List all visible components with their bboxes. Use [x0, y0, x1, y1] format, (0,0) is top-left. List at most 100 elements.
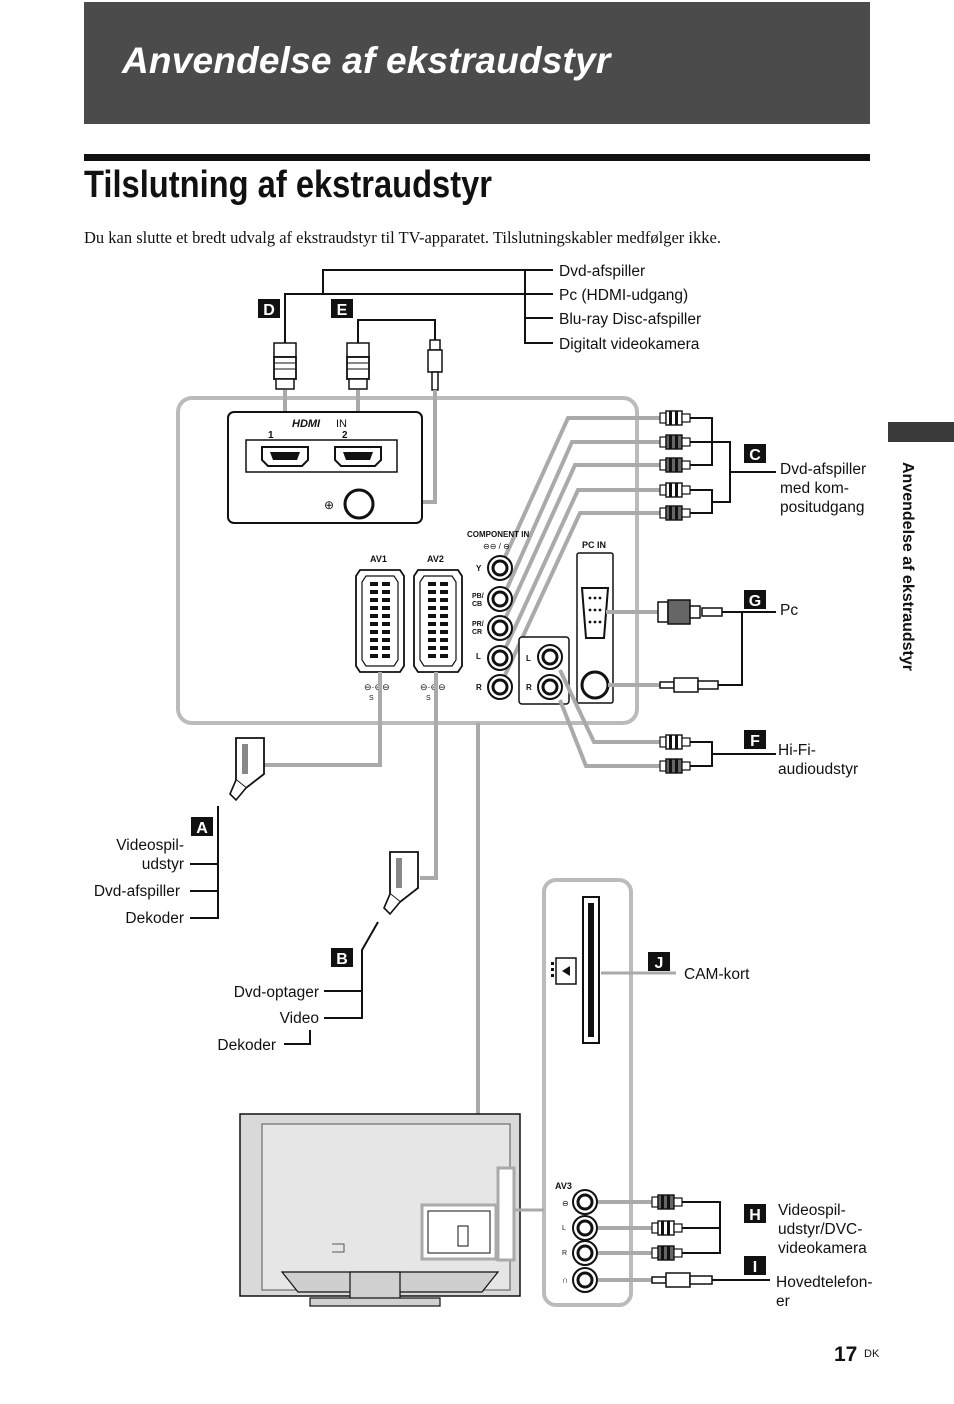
av2-s-label: S	[426, 695, 431, 702]
component-pr-jack[interactable]	[486, 614, 514, 642]
cam-icon	[551, 957, 577, 985]
hdmi-plug-icon-1	[273, 342, 297, 390]
av3-label: AV3	[555, 1181, 572, 1191]
svg-text:F: F	[750, 733, 760, 750]
badge-a: A	[191, 817, 213, 837]
cb-label: CB	[472, 601, 482, 608]
component-device-line-3: positudgang	[780, 499, 864, 516]
svg-text:I: I	[753, 1259, 757, 1276]
hifi-bracket	[690, 741, 776, 767]
page-heading: Tilslutning af ekstraudstyr	[84, 164, 492, 206]
svg-text:J: J	[655, 955, 664, 972]
rca-plug-icon	[651, 1245, 683, 1261]
av3-l-jack[interactable]	[571, 1214, 599, 1242]
av1-device-line-3: Dvd-afspiller	[94, 883, 180, 900]
audio-out-r-jack[interactable]	[536, 673, 564, 701]
component-device-line-2: med kom-	[780, 480, 849, 497]
r-label: R	[476, 683, 482, 692]
component-y-jack[interactable]	[486, 554, 514, 582]
badge-c: C	[744, 444, 766, 464]
pb-label: PB/	[472, 593, 484, 600]
av1-scart-port[interactable]	[355, 569, 405, 673]
headphones-line-2: er	[776, 1293, 790, 1310]
badge-j: J	[648, 952, 670, 972]
av3-cables	[598, 1200, 652, 1282]
component-pb-jack[interactable]	[486, 585, 514, 613]
component-cables	[498, 416, 660, 687]
chapter-header-band: Anvendelse af ekstraudstyr	[84, 2, 870, 124]
hdmi-plug-icon-2	[346, 342, 370, 390]
component-in-label: COMPONENT IN	[467, 530, 529, 539]
scart-plug-icon-a	[229, 737, 265, 801]
svg-text:⊖⊖ / ⊖: ⊖⊖ / ⊖	[483, 542, 510, 551]
cam-label: CAM-kort	[684, 966, 750, 983]
pc-audio-jack[interactable]	[580, 670, 610, 700]
page-number-suffix: DK	[864, 1348, 880, 1360]
intro-paragraph: Du kan slutte et bredt udvalg af ekstrau…	[84, 228, 721, 247]
av1-s-label: S	[369, 695, 374, 702]
av1-device-bracket	[190, 806, 219, 919]
hdmi-logo: HDMI	[292, 418, 321, 430]
l-label: L	[476, 652, 481, 661]
headphones-line-1: Hovedtelefon-	[776, 1274, 873, 1291]
rca-plug-icon	[659, 434, 691, 450]
pc-audio-plug-icon	[659, 677, 719, 693]
component-device-line-1: Dvd-afspiller	[780, 461, 866, 478]
badge-e: E	[331, 299, 353, 319]
svg-text:L: L	[526, 654, 531, 663]
av1-device-line-2: udstyr	[142, 856, 184, 873]
svg-text:B: B	[336, 951, 348, 968]
av1-device-line-1: Videospil-	[116, 837, 184, 854]
av3-bracket	[682, 1201, 770, 1281]
hifi-line-2: audioudstyr	[778, 761, 858, 778]
badge-g: G	[744, 590, 766, 610]
audio-out-l-jack[interactable]	[536, 643, 564, 671]
hdmi-port-2-label: 2	[342, 430, 348, 441]
badge-d: D	[258, 299, 280, 319]
badge-h: H	[744, 1204, 766, 1224]
badge-f: F	[744, 730, 766, 750]
minijack-plug-icon	[427, 339, 443, 391]
svg-text:C: C	[749, 447, 761, 464]
av3-video-jack[interactable]	[571, 1188, 599, 1216]
scart-plug-icon-b	[383, 851, 419, 915]
svg-text:G: G	[749, 593, 761, 610]
av2-scart-port[interactable]	[413, 569, 463, 673]
svg-text:⊖: ⊖	[562, 1199, 569, 1208]
vga-port[interactable]	[580, 587, 610, 639]
rca-plug-icon	[659, 734, 691, 750]
hdmi-device-2: Pc (HDMI-udgang)	[559, 287, 688, 304]
cr-label: CR	[472, 629, 482, 636]
rca-plug-icon	[659, 457, 691, 473]
page-number: 17	[834, 1343, 858, 1366]
svg-text:R: R	[526, 683, 532, 692]
component-r-jack[interactable]	[486, 673, 514, 701]
svg-text:A: A	[196, 820, 208, 837]
svg-text:D: D	[263, 302, 275, 319]
rca-plug-icon	[659, 410, 691, 426]
av3-r-jack[interactable]	[571, 1239, 599, 1267]
hdmi-audio-jack[interactable]	[343, 488, 375, 520]
av2-label: AV2	[427, 554, 444, 564]
rca-plug-icon	[651, 1194, 683, 1210]
pc-cables	[606, 610, 776, 687]
hdmi-port-1-label: 1	[268, 430, 274, 441]
component-l-jack[interactable]	[486, 644, 514, 672]
hdmi-in-label: IN	[336, 418, 347, 430]
av2-device-line-3: Dekoder	[217, 1037, 276, 1054]
svg-text:E: E	[337, 302, 348, 319]
hdmi-device-1: Dvd-afspiller	[559, 263, 645, 280]
audio-in-icon: ⊕	[324, 498, 334, 512]
rca-plug-icon	[659, 482, 691, 498]
svg-text:L: L	[562, 1225, 566, 1232]
av3-device-line-2: udstyr/DVC-	[778, 1221, 862, 1238]
av1-device-line-4: Dekoder	[125, 910, 184, 927]
headphone-jack[interactable]	[571, 1266, 599, 1294]
av3-device-line-3: videokamera	[778, 1240, 867, 1257]
hifi-line-1: Hi-Fi-	[778, 742, 816, 759]
av3-device-line-1: Videospil-	[778, 1202, 846, 1219]
component-bracket	[690, 417, 776, 514]
hdmi-device-3: Blu-ray Disc-afspiller	[559, 311, 701, 328]
pc-label: Pc	[780, 602, 798, 619]
